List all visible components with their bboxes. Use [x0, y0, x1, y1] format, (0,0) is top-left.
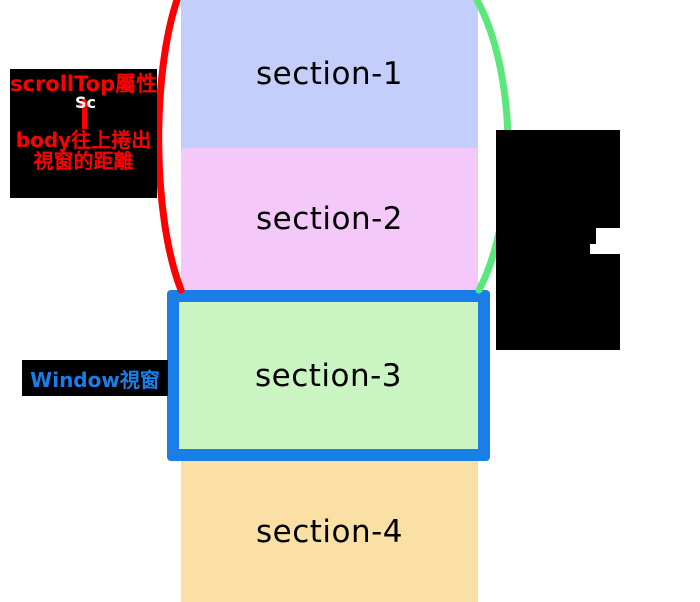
window-viewport-frame: section-3 — [167, 290, 490, 461]
redaction-bar-secondary — [590, 244, 630, 254]
window-viewport-label: Window視窗 — [30, 367, 160, 392]
section-4-label: section-4 — [255, 513, 404, 550]
up-arrow-icon — [10, 96, 157, 130]
section-1-label: section-1 — [255, 56, 404, 92]
scrolltop-callout-line-2: body往上捲出 — [15, 127, 152, 152]
scrolltop-callout: scrollTop屬性 body往上捲出 視窗的距離 — [10, 69, 157, 198]
section-block-4: section-4 — [181, 461, 478, 602]
redaction-bar — [596, 228, 668, 246]
scrolltop-callout-line-1: scrollTop屬性 — [10, 72, 158, 96]
section-2-label: section-2 — [255, 201, 404, 237]
section-block-1: section-1 — [181, 0, 478, 148]
section-block-2: section-2 — [181, 148, 478, 290]
scrolltop-callout-line-3: 視窗的距離 — [33, 149, 134, 174]
window-viewport-callout: Window視窗 — [22, 360, 168, 396]
section-block-3: section-3 — [179, 302, 478, 449]
scroll-top-range-curve — [155, 0, 185, 294]
section-3-label: section-3 — [254, 357, 403, 394]
scroll-height-label: Sc — [75, 93, 97, 112]
